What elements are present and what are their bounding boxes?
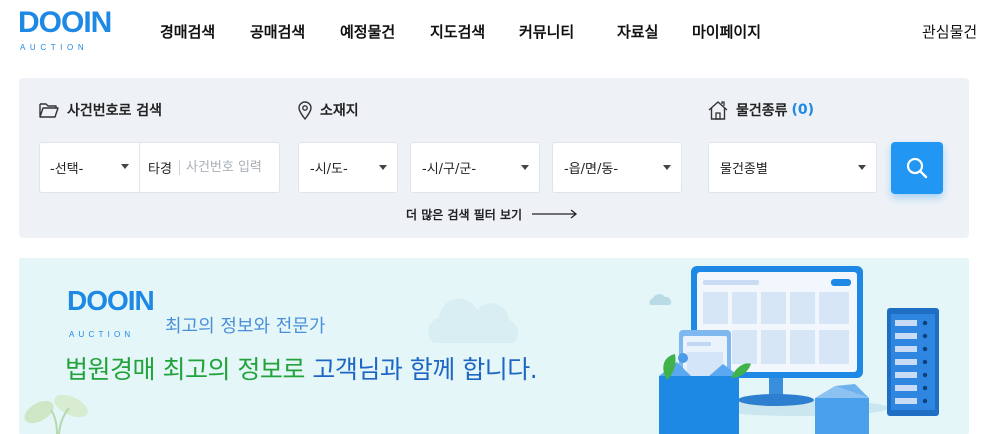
folder-icon: [39, 103, 59, 118]
case-number-input[interactable]: [186, 155, 278, 180]
case-search-label: 사건번호로 검색: [39, 98, 162, 122]
cloud-icon: [649, 294, 672, 305]
computer-illustration: [659, 266, 939, 434]
sido-select-value: -시/도-: [310, 162, 348, 177]
banner-logo-subtitle: AUCTION: [69, 330, 135, 339]
nav-upcoming-items[interactable]: 예정물건: [340, 23, 396, 41]
banner-logo-wordmark: DOOIN: [67, 285, 155, 316]
location-label-text: 소재지: [320, 103, 359, 119]
banner-headline-green: 법원경매 최고의 정보로: [65, 355, 305, 384]
banner-tagline: 최고의 정보와 전문가: [165, 316, 326, 337]
nav-my-page[interactable]: 마이페이지: [692, 23, 762, 41]
plant-icon: [24, 394, 88, 434]
site-header: DOOIN AUCTION 경매검색 공매검색 예정물건 지도검색 커뮤니티 자…: [0, 0, 984, 62]
court-select[interactable]: -선택-: [40, 143, 140, 192]
caret-down-icon: [379, 165, 387, 170]
nav-auction-search[interactable]: 경매검색: [160, 23, 216, 41]
logo[interactable]: DOOIN AUCTION: [18, 6, 112, 52]
property-type-label-text: 물건종류: [736, 103, 788, 119]
logo-subtitle: AUCTION: [20, 43, 89, 52]
home-icon: [708, 101, 728, 120]
search-icon: [906, 157, 928, 179]
search-panel: 사건번호로 검색 소재지 물건종류 (0) -선택- 타경 -시/도- -시/구…: [19, 78, 969, 238]
sigungu-select-value: -시/구/군-: [422, 162, 477, 177]
more-filters-text: 더 많은 검색 필터 보기: [406, 207, 523, 222]
location-label: 소재지: [298, 98, 359, 122]
caret-down-icon: [521, 165, 529, 170]
banner-logo: DOOIN AUCTION: [67, 286, 157, 340]
promo-banner[interactable]: DOOIN AUCTION 최고의 정보와 전문가 법원경매 최고의 정보로 고…: [19, 258, 969, 434]
case-divider: [179, 160, 180, 175]
cloud-icon: [428, 298, 519, 343]
property-type-select-value: 물건종별: [720, 162, 768, 177]
nav-community[interactable]: 커뮤니티: [519, 23, 575, 41]
property-type-count: (0): [791, 102, 815, 118]
sido-select[interactable]: -시/도-: [298, 142, 398, 193]
arrow-right-icon: [532, 209, 578, 219]
search-button[interactable]: [891, 142, 943, 194]
logo-wordmark: DOOIN: [18, 6, 112, 39]
dong-select[interactable]: -읍/면/동-: [552, 142, 682, 193]
caret-down-icon: [121, 164, 129, 169]
dong-select-value: -읍/면/동-: [564, 162, 619, 177]
caret-down-icon: [663, 165, 671, 170]
banner-headline-blue: 고객님과 함께 합니다.: [312, 355, 538, 384]
sigungu-select[interactable]: -시/구/군-: [410, 142, 540, 193]
more-filters-link[interactable]: 더 많은 검색 필터 보기: [406, 204, 578, 224]
nav-resources[interactable]: 자료실: [617, 23, 659, 41]
property-type-select[interactable]: 물건종별: [708, 142, 877, 193]
map-pin-icon: [298, 100, 312, 120]
nav-map-search[interactable]: 지도검색: [430, 23, 486, 41]
banner-headline: 법원경매 최고의 정보로 고객님과 함께 합니다.: [65, 353, 538, 387]
property-type-label: 물건종류 (0): [708, 98, 814, 122]
case-prefix: 타경: [148, 162, 172, 177]
caret-down-icon: [858, 165, 866, 170]
favorites-link[interactable]: 관심물건: [922, 23, 978, 41]
court-select-value: -선택-: [50, 162, 84, 177]
case-number-group: -선택- 타경: [39, 142, 280, 193]
case-search-label-text: 사건번호로 검색: [67, 103, 163, 119]
nav-public-sale-search[interactable]: 공매검색: [250, 23, 306, 41]
